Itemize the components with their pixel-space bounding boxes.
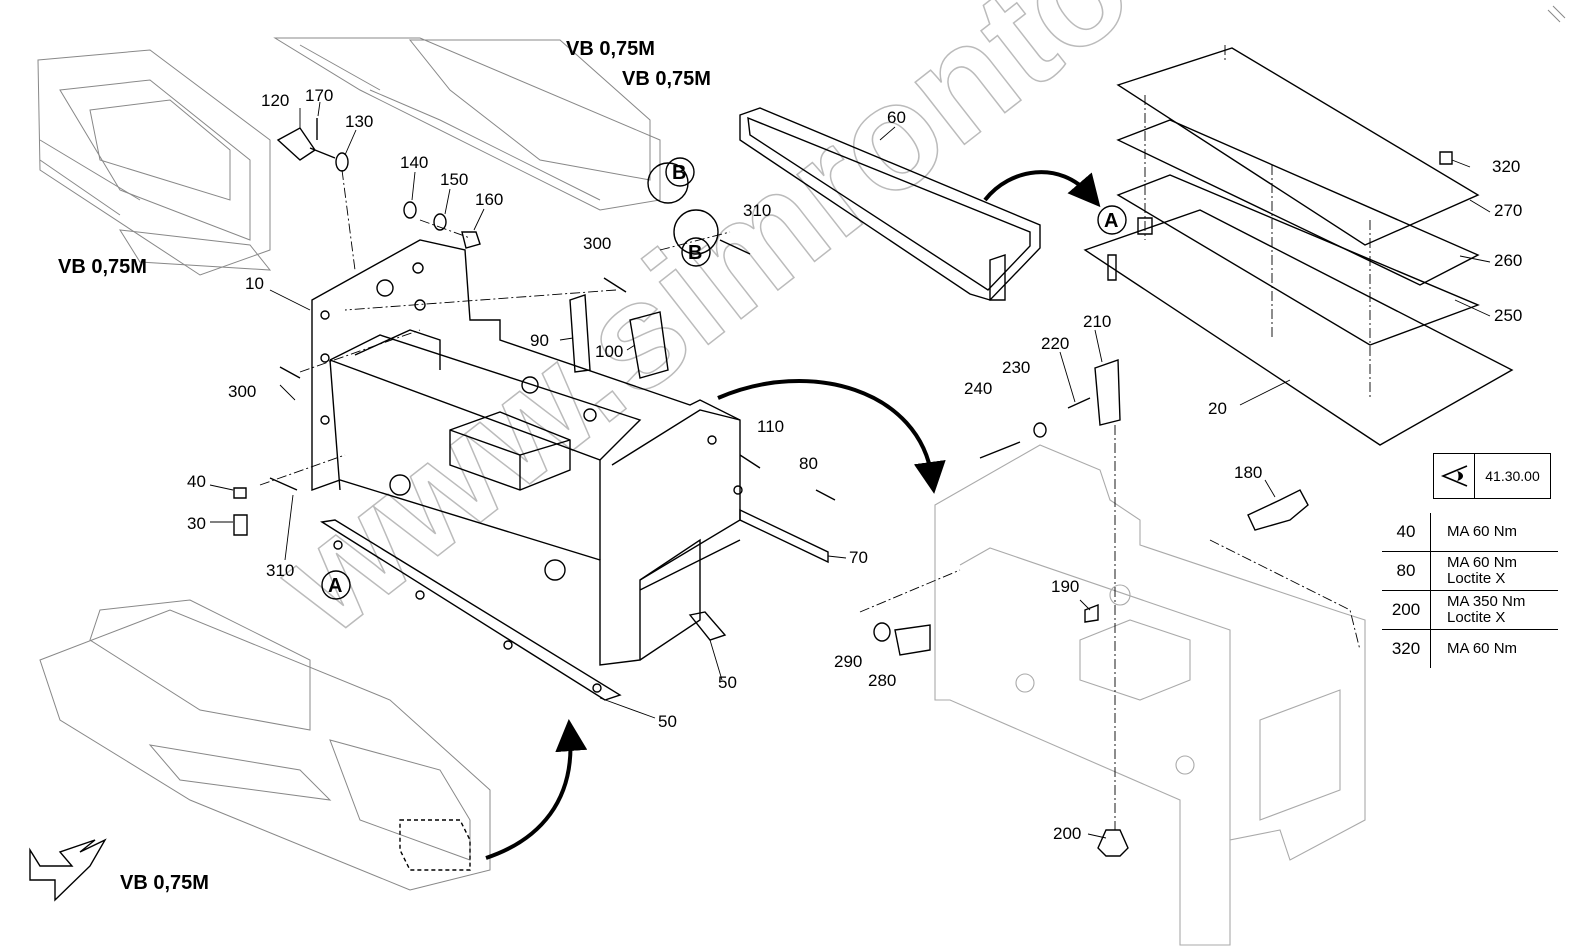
plate-50 bbox=[320, 519, 622, 701]
torque-row: 40 MA 60 Nm bbox=[1382, 513, 1558, 552]
part-label-200: 200 bbox=[1053, 824, 1081, 843]
torque-spec: MA 60 Nm bbox=[1431, 524, 1517, 540]
torque-part-number: 80 bbox=[1382, 552, 1431, 590]
part-label-190: 190 bbox=[1051, 577, 1079, 596]
eye-icon bbox=[1434, 454, 1475, 498]
part-label-90: 90 bbox=[530, 331, 549, 350]
part-label-150: 150 bbox=[440, 170, 468, 189]
part-label-80: 80 bbox=[799, 454, 818, 473]
torque-part-number: 320 bbox=[1382, 630, 1431, 668]
watermark: www.simrontool bbox=[245, 0, 1264, 666]
part-label-100: 100 bbox=[595, 342, 623, 361]
torque-spec: MA 60 Nm bbox=[1431, 641, 1517, 657]
part-label-220: 220 bbox=[1041, 334, 1069, 353]
part-label-300-top: 300 bbox=[583, 234, 611, 253]
reference-code: 41.30.00 bbox=[1485, 468, 1540, 484]
part-label-70: 70 bbox=[849, 548, 868, 567]
torque-part-number: 200 bbox=[1382, 591, 1431, 629]
bracket-90 bbox=[569, 294, 591, 373]
part-label-110: 110 bbox=[757, 417, 784, 436]
machine-overview-bottom-left bbox=[39, 599, 491, 891]
part-label-50: 50 bbox=[658, 712, 677, 731]
part-label-250: 250 bbox=[1494, 306, 1522, 325]
part-label-310-bottom: 310 bbox=[266, 561, 294, 580]
torque-spec-line: MA 60 Nm bbox=[1447, 554, 1518, 571]
machine-overview-top-center bbox=[273, 37, 661, 211]
vb-label-3: VB 0,75M bbox=[58, 256, 147, 278]
part-label-240: 240 bbox=[964, 379, 992, 398]
vb-label-4: VB 0,75M bbox=[120, 872, 209, 894]
main-frame-assembly bbox=[311, 239, 743, 666]
torque-spec-line: MA 350 Nm bbox=[1447, 593, 1526, 610]
svg-text:A: A bbox=[328, 575, 342, 597]
frame-60 bbox=[739, 107, 1041, 301]
corner-mark bbox=[1547, 5, 1566, 23]
svg-text:B: B bbox=[688, 242, 702, 264]
part-label-10: 10 bbox=[245, 274, 264, 293]
part-label-180: 180 bbox=[1234, 463, 1262, 482]
part-label-50-small: 50 bbox=[718, 673, 737, 692]
part-label-120: 120 bbox=[261, 91, 289, 110]
frame-installed-view bbox=[934, 444, 1366, 946]
part-label-270: 270 bbox=[1494, 201, 1522, 220]
direction-arrow-icon bbox=[29, 838, 107, 902]
part-label-230: 230 bbox=[1002, 358, 1030, 377]
part-label-60: 60 bbox=[887, 108, 906, 127]
detail-marker-a-bottom: A bbox=[321, 570, 351, 600]
curved-arrow-right-top bbox=[983, 170, 1101, 208]
detail-marker-b-top: B bbox=[647, 157, 695, 204]
part-labels: 10 20 30 40 50 50 60 70 80 90 100 110 12… bbox=[187, 86, 1522, 843]
leader-lines bbox=[209, 101, 1491, 839]
svg-text:B: B bbox=[672, 162, 686, 184]
part-label-140: 140 bbox=[400, 153, 428, 172]
plate-50-small bbox=[688, 611, 727, 641]
part-label-130: 130 bbox=[345, 112, 373, 131]
part-label-260: 260 bbox=[1494, 251, 1522, 270]
part-label-160: 160 bbox=[475, 190, 503, 209]
part-label-280: 280 bbox=[868, 671, 896, 690]
detail-marker-b-right: B bbox=[673, 209, 719, 267]
part-label-170: 170 bbox=[305, 86, 333, 105]
plate-stack bbox=[1083, 45, 1514, 446]
torque-spec-line: Loctite X bbox=[1447, 609, 1506, 626]
torque-row: 320 MA 60 Nm bbox=[1382, 630, 1558, 668]
part-label-300-left: 300 bbox=[228, 382, 256, 401]
machine-overview-top-left bbox=[37, 49, 272, 276]
vb-label-2: VB 0,75M bbox=[622, 68, 711, 90]
part-label-320: 320 bbox=[1492, 157, 1520, 176]
bracket-100 bbox=[629, 311, 669, 379]
part-label-30: 30 bbox=[187, 514, 206, 533]
reference-box: 41.30.00 bbox=[1433, 453, 1551, 499]
curved-arrow-up bbox=[485, 719, 588, 860]
svg-text:A: A bbox=[1104, 210, 1118, 232]
detail-marker-a-top: A bbox=[1097, 205, 1127, 235]
bar-70 bbox=[739, 508, 829, 564]
torque-part-number: 40 bbox=[1382, 513, 1431, 551]
fasteners-right bbox=[873, 359, 1309, 857]
part-label-290: 290 bbox=[834, 652, 862, 671]
torque-spec-line: Loctite X bbox=[1447, 570, 1506, 587]
part-label-40: 40 bbox=[187, 472, 206, 491]
torque-spec-line: MA 60 Nm bbox=[1447, 640, 1518, 657]
part-label-20: 20 bbox=[1208, 399, 1227, 418]
part-label-310-top: 310 bbox=[743, 201, 771, 220]
curved-arrow-down bbox=[717, 378, 946, 494]
vb-label-1: VB 0,75M bbox=[566, 38, 655, 60]
torque-spec-line: MA 60 Nm bbox=[1447, 523, 1518, 540]
part-label-210: 210 bbox=[1083, 312, 1111, 331]
